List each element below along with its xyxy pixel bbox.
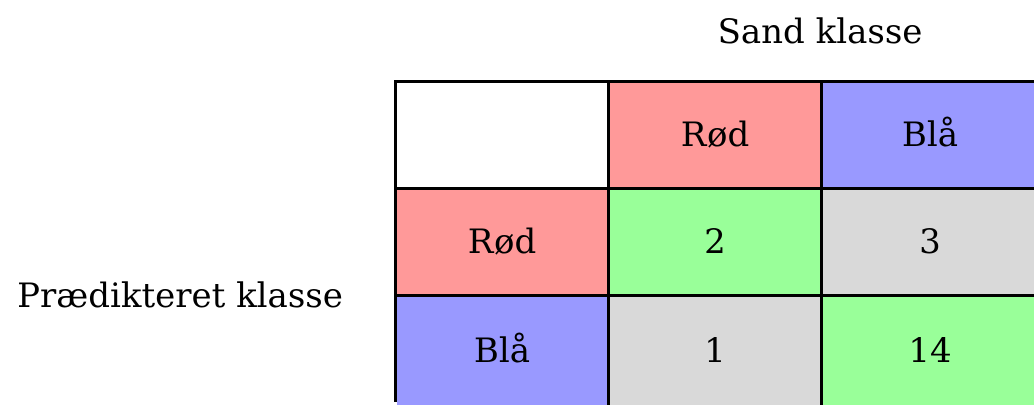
row-header-blue: Blå: [397, 297, 610, 405]
row-header-red: Rød: [397, 190, 610, 297]
true-class-title: Sand klasse: [717, 12, 923, 52]
confusion-matrix: Rød Blå Rød 2 3 Blå 1 14: [394, 80, 1034, 405]
cell-red-blue: 3: [823, 190, 1034, 297]
cell-blue-blue: 14: [823, 297, 1034, 405]
column-header-red: Rød: [610, 83, 823, 190]
cell-red-red: 2: [610, 190, 823, 297]
cell-blue-red: 1: [610, 297, 823, 405]
corner-cell: [397, 83, 610, 190]
column-header-blue: Blå: [823, 83, 1034, 190]
predicted-class-title: Prædikteret klasse: [17, 276, 343, 316]
